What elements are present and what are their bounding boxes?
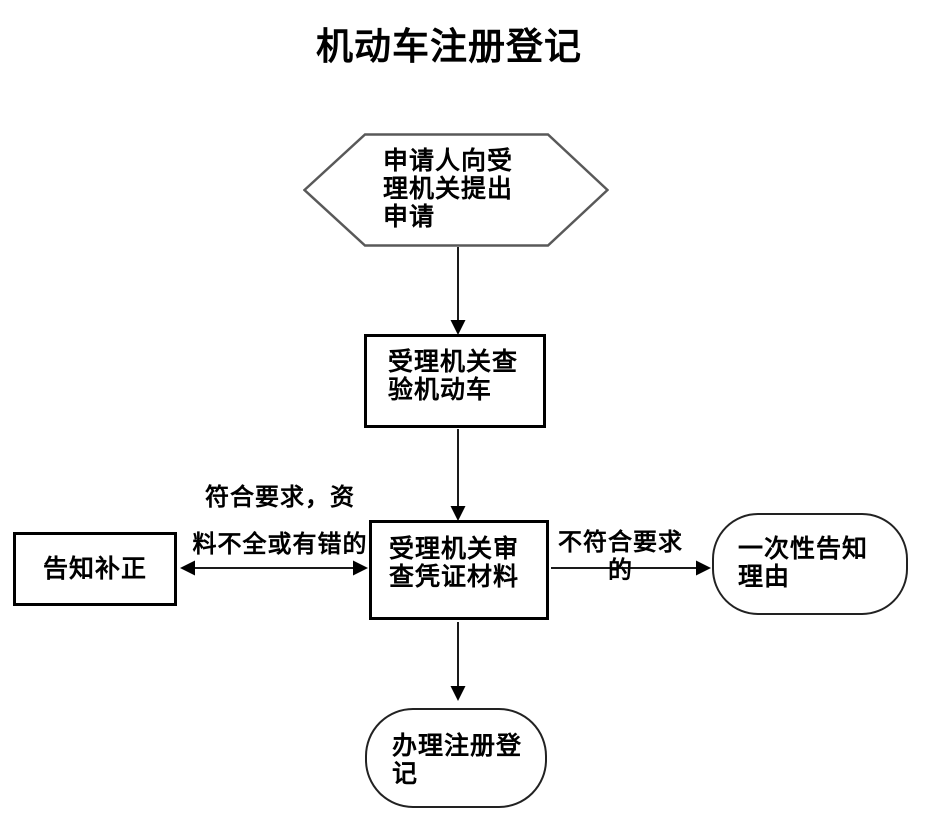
arrow-inspect-to-review-icon bbox=[450, 429, 466, 521]
edge-label-reason-condition: 不符合要求的 bbox=[558, 528, 683, 584]
node-review: 受理机关审 查凭证材料 bbox=[369, 520, 549, 620]
node-inspect: 受理机关查 验机动车 bbox=[364, 334, 546, 428]
edge-label-correct-condition: 符合要求，资 料不全或有错的 bbox=[192, 483, 368, 558]
node-reason-label: 一次性告知 理由 bbox=[738, 534, 869, 591]
arrow-review-to-reason-icon bbox=[551, 560, 711, 576]
arrow-review-correct-double-icon bbox=[180, 560, 368, 576]
page-title: 机动车注册登记 bbox=[316, 25, 582, 68]
arrow-start-to-inspect-icon bbox=[450, 247, 466, 335]
node-register-label: 办理注册登 记 bbox=[392, 731, 523, 788]
node-start: 申请人向受 理机关提出 申请 bbox=[303, 133, 609, 247]
node-correct: 告知补正 bbox=[13, 532, 177, 606]
hexagon-shape-icon bbox=[303, 133, 609, 247]
arrow-review-to-register-icon bbox=[450, 622, 466, 701]
node-review-label: 受理机关审 查凭证材料 bbox=[389, 534, 520, 591]
node-register: 办理注册登 记 bbox=[365, 708, 547, 808]
node-correct-label: 告知补正 bbox=[42, 554, 147, 583]
node-inspect-label: 受理机关查 验机动车 bbox=[388, 347, 519, 404]
node-reason: 一次性告知 理由 bbox=[712, 513, 908, 615]
node-start-label: 申请人向受 理机关提出 申请 bbox=[383, 146, 514, 231]
